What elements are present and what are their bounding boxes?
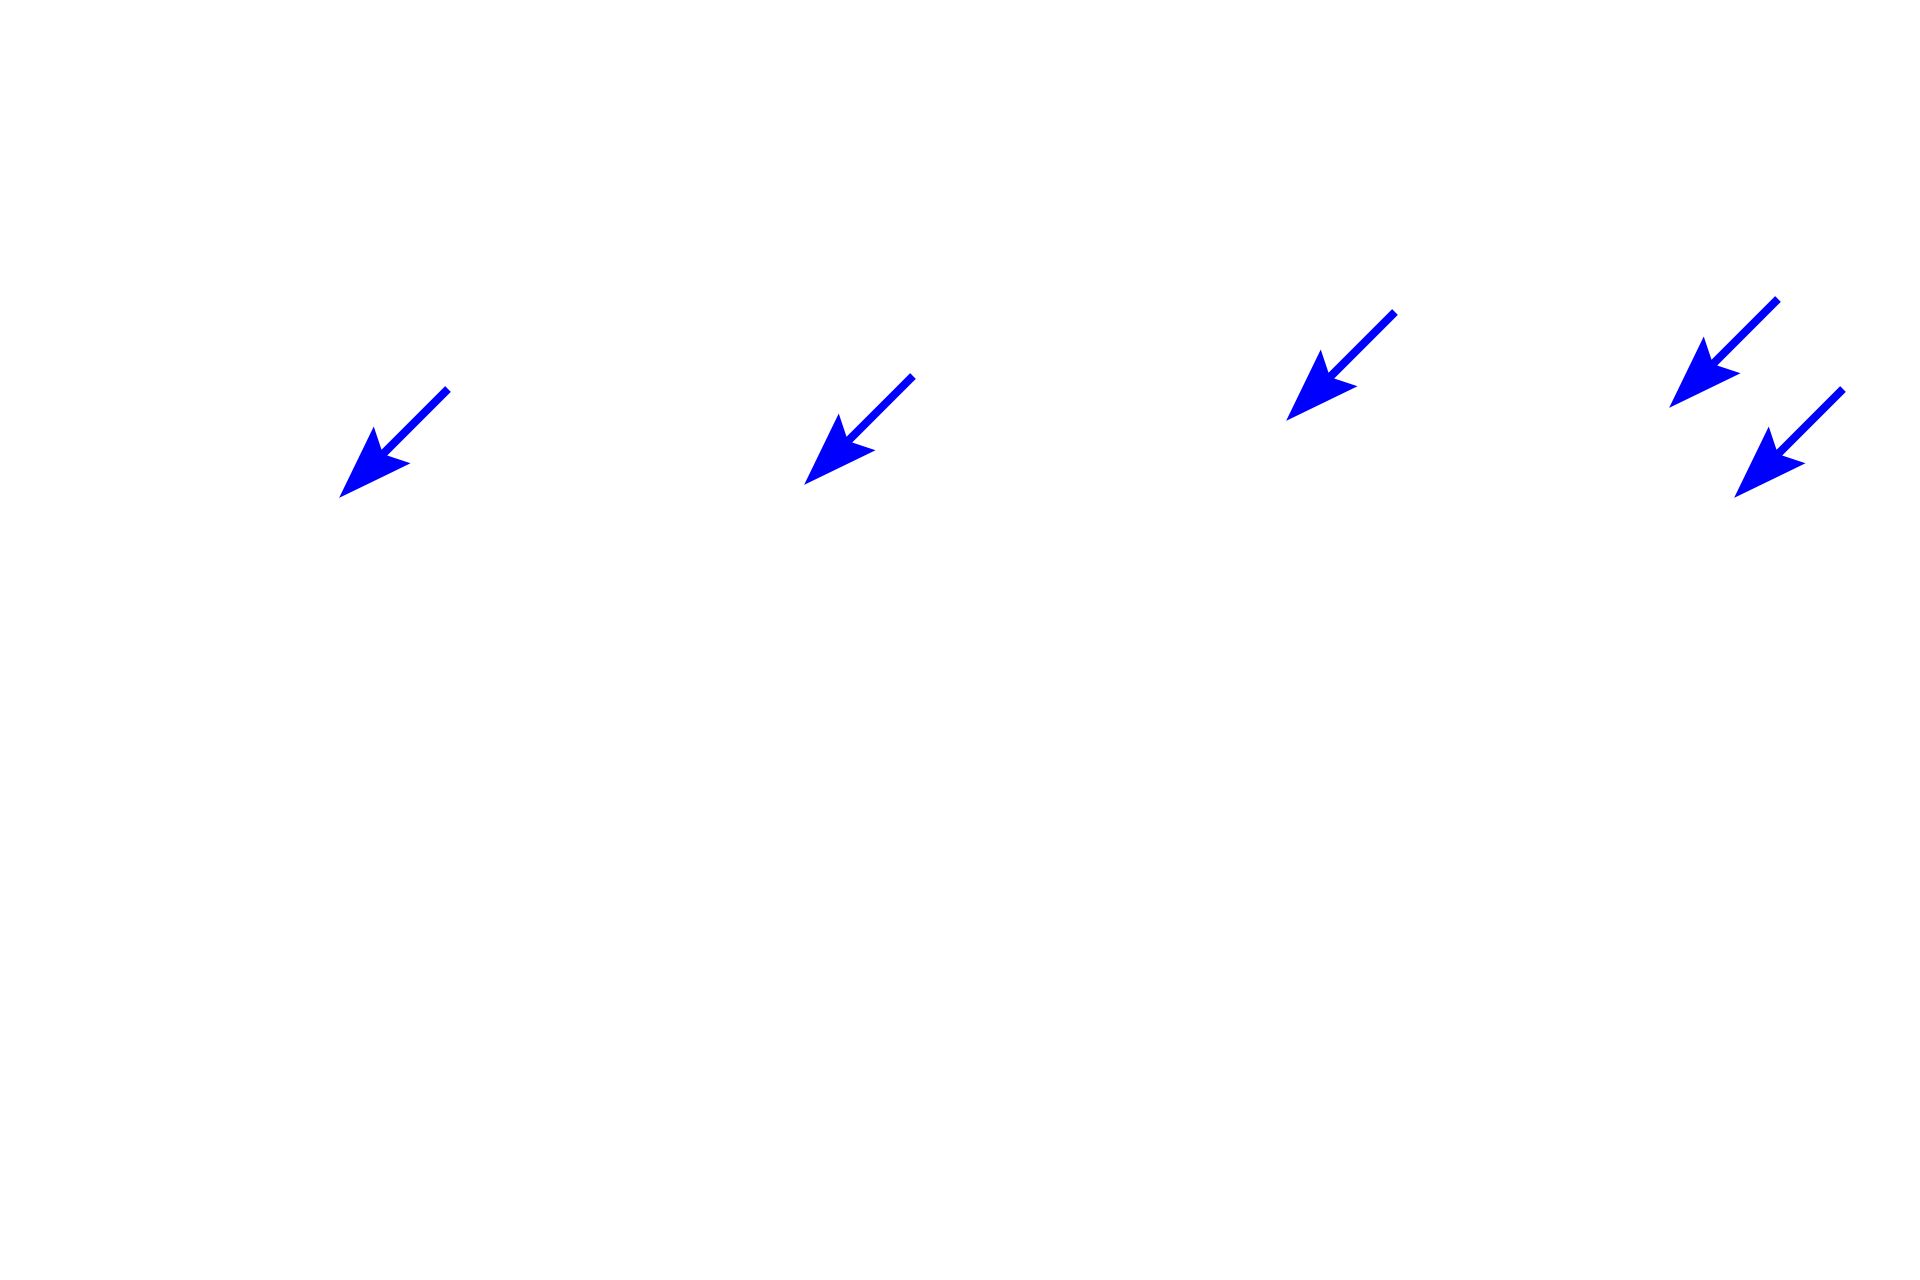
pointer-arrow-icon bbox=[1286, 309, 1398, 421]
pointer-arrow-icon bbox=[804, 373, 916, 485]
pointer-arrow-icon bbox=[339, 386, 451, 498]
pointer-arrow-icon bbox=[1669, 296, 1781, 408]
arrow-group bbox=[339, 296, 1846, 498]
pointer-arrow-icon bbox=[1734, 386, 1846, 498]
